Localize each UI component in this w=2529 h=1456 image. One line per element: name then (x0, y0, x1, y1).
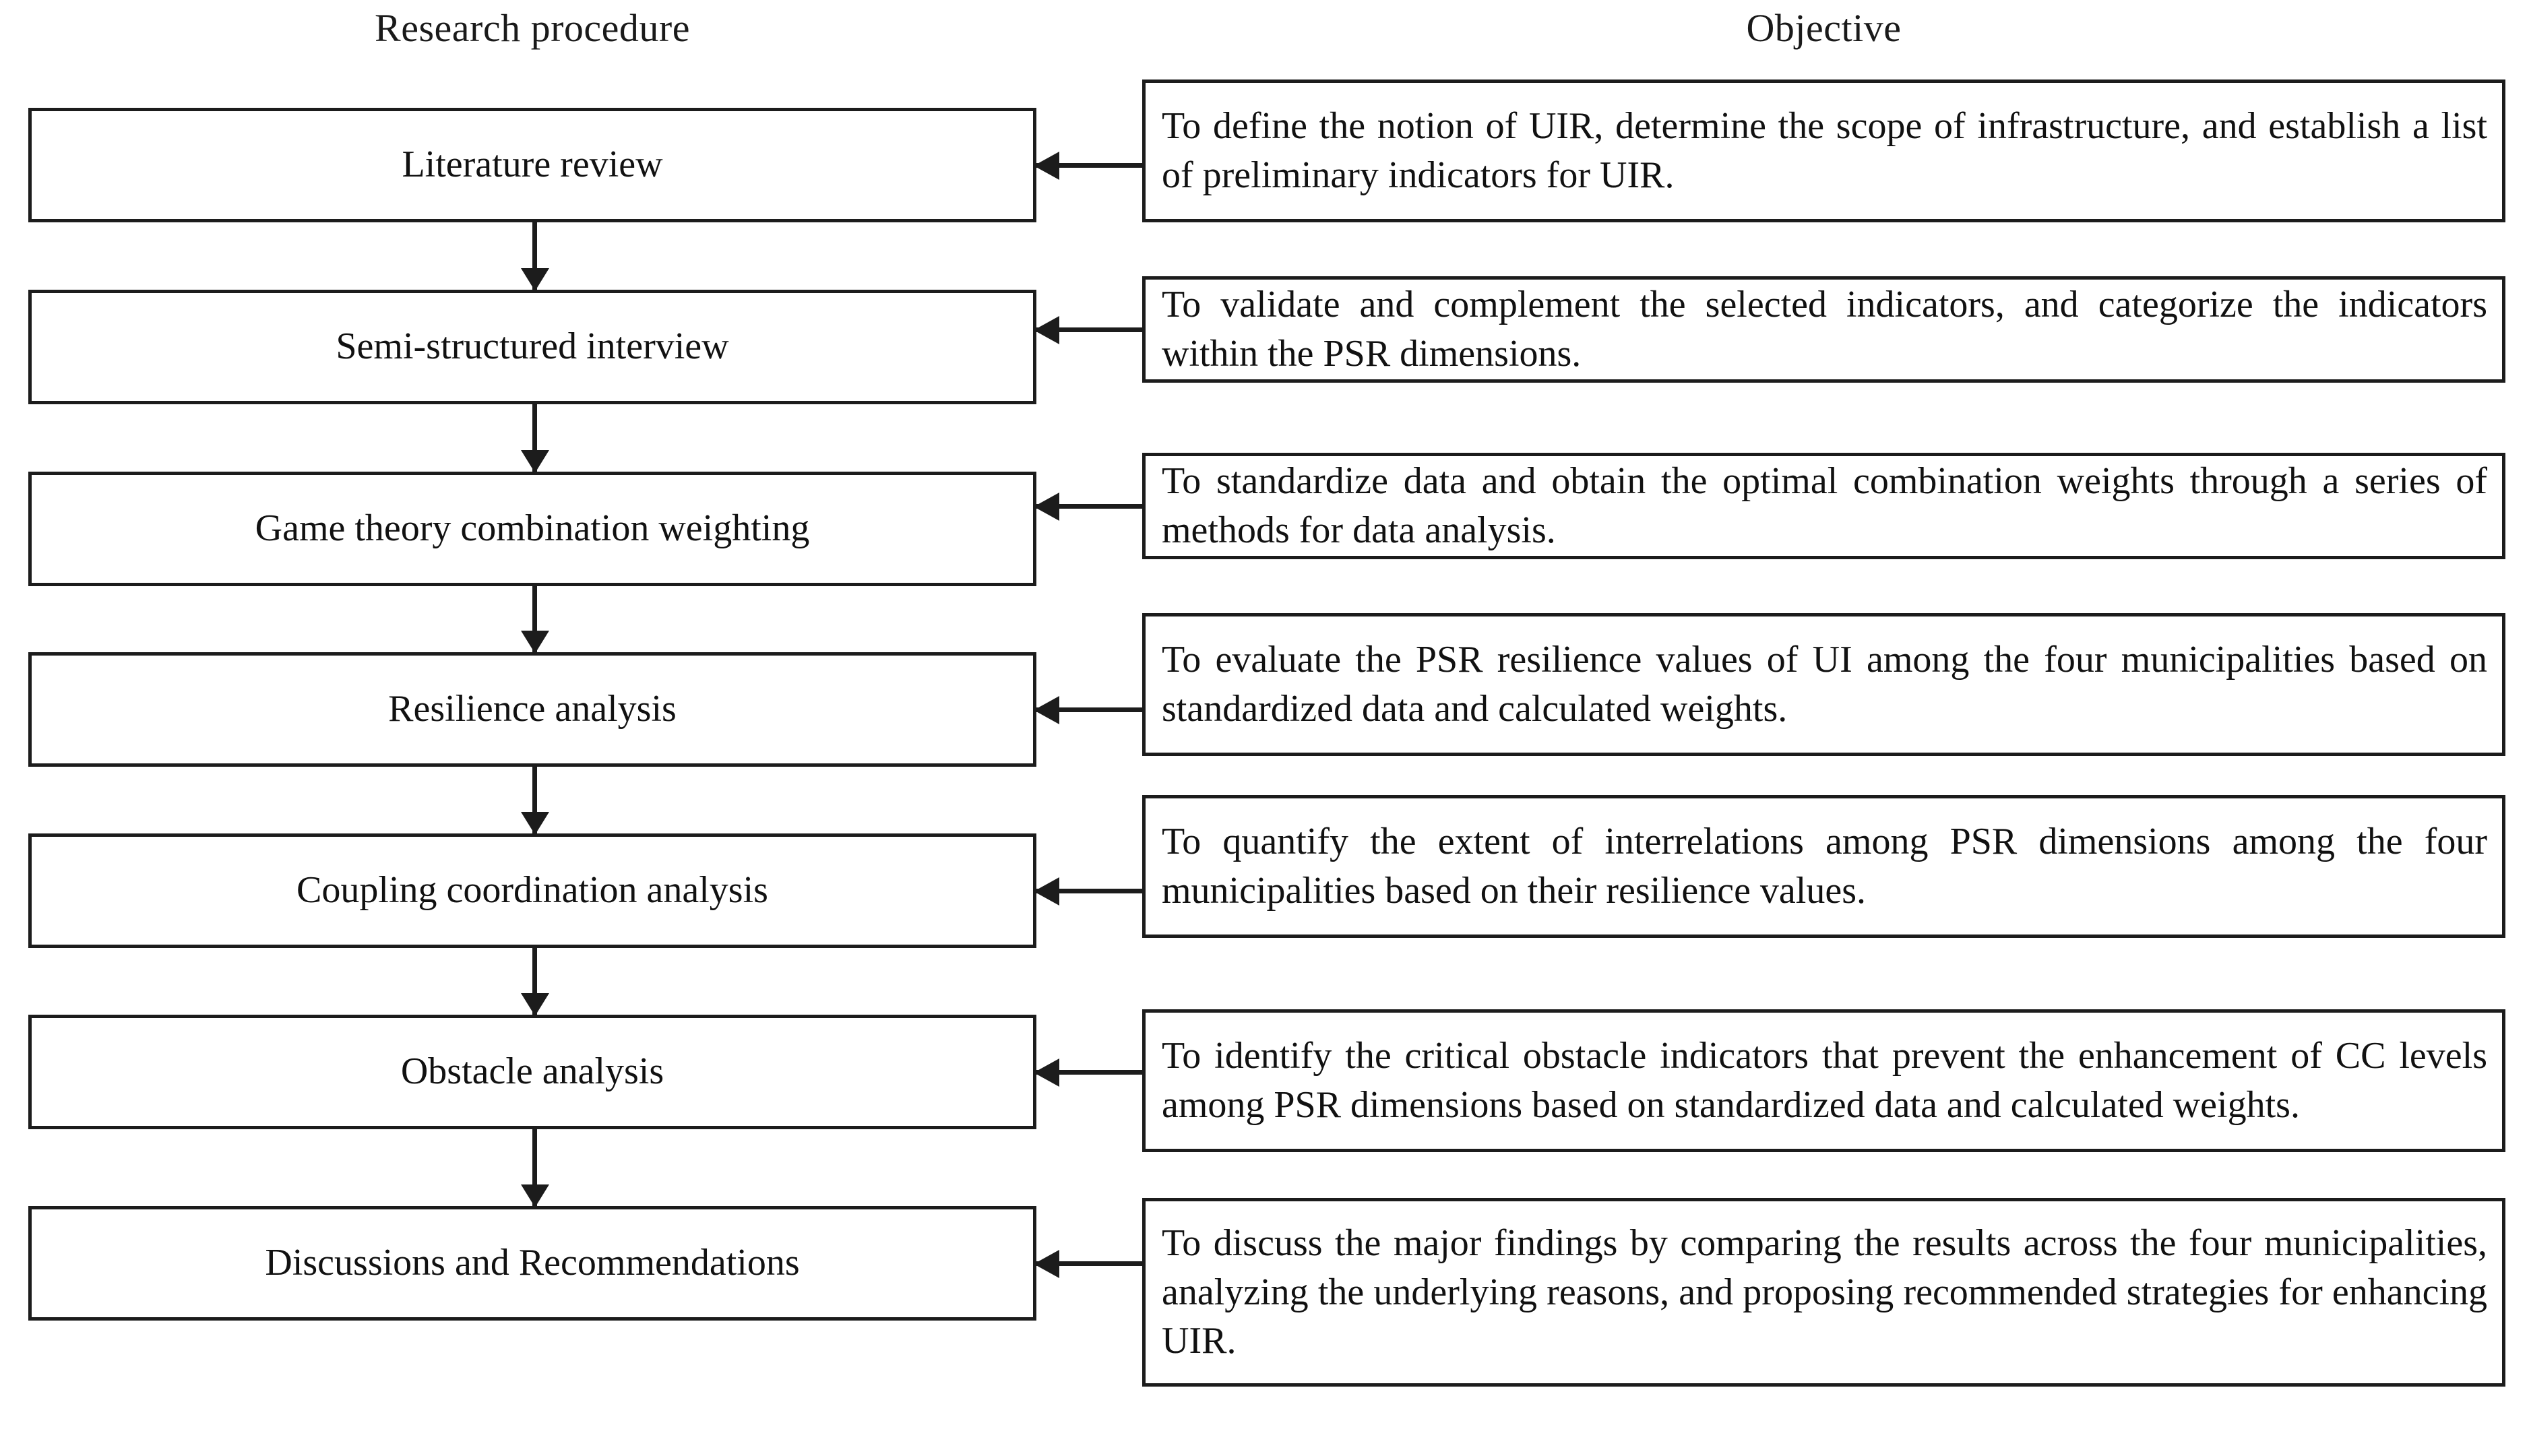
arrow-objective-to-procedure-1 (1036, 163, 1142, 168)
procedure-box-semi-structured-interview[interactable]: Semi-structured interview (28, 290, 1036, 404)
objective-box-literature-review[interactable]: To define the notion of UIR, determine t… (1142, 80, 2505, 222)
arrow-objective-to-procedure-2 (1036, 327, 1142, 332)
procedure-label: Literature review (402, 144, 663, 186)
objective-text: To evaluate the PSR resilience values of… (1162, 639, 2487, 730)
procedure-label: Resilience analysis (388, 688, 677, 730)
column-header-objective: Objective (1746, 6, 1902, 50)
procedure-box-game-theory-combination-weighting[interactable]: Game theory combination weighting (28, 472, 1036, 586)
objective-text: To standardize data and obtain the optim… (1162, 460, 2487, 551)
arrow-objective-to-procedure-4 (1036, 707, 1142, 712)
procedure-label: Discussions and Recommendations (265, 1242, 800, 1284)
procedure-label: Game theory combination weighting (255, 507, 810, 550)
arrow-step-6-to-step-7 (532, 1129, 537, 1206)
arrow-step-2-to-step-3 (532, 404, 537, 472)
arrow-objective-to-procedure-3 (1036, 504, 1142, 509)
procedure-label: Semi-structured interview (336, 325, 729, 368)
procedure-label: Coupling coordination analysis (296, 869, 768, 912)
arrow-step-4-to-step-5 (532, 767, 537, 833)
arrow-objective-to-procedure-6 (1036, 1070, 1142, 1075)
objective-text: To identify the critical obstacle indica… (1162, 1035, 2487, 1126)
objective-box-obstacle-analysis[interactable]: To identify the critical obstacle indica… (1142, 1009, 2505, 1152)
procedure-box-coupling-coordination-analysis[interactable]: Coupling coordination analysis (28, 833, 1036, 948)
procedure-box-obstacle-analysis[interactable]: Obstacle analysis (28, 1015, 1036, 1129)
column-header-research-procedure: Research procedure (375, 6, 690, 50)
procedure-box-literature-review[interactable]: Literature review (28, 108, 1036, 222)
objective-text: To quantify the extent of interrelations… (1162, 821, 2487, 912)
arrow-step-1-to-step-2 (532, 222, 537, 290)
objective-text: To validate and complement the selected … (1162, 284, 2487, 375)
procedure-label: Obstacle analysis (400, 1050, 664, 1093)
procedure-box-resilience-analysis[interactable]: Resilience analysis (28, 652, 1036, 767)
arrow-objective-to-procedure-5 (1036, 889, 1142, 893)
arrow-objective-to-procedure-7 (1036, 1261, 1142, 1266)
objective-text: To define the notion of UIR, determine t… (1162, 105, 2487, 196)
objective-box-resilience-analysis[interactable]: To evaluate the PSR resilience values of… (1142, 613, 2505, 756)
objective-box-coupling-coordination-analysis[interactable]: To quantify the extent of interrelations… (1142, 795, 2505, 938)
procedure-box-discussions-and-recommendations[interactable]: Discussions and Recommendations (28, 1206, 1036, 1321)
objective-box-semi-structured-interview[interactable]: To validate and complement the selected … (1142, 276, 2505, 383)
objective-box-game-theory-combination-weighting[interactable]: To standardize data and obtain the optim… (1142, 453, 2505, 559)
arrow-step-3-to-step-4 (532, 586, 537, 652)
objective-box-discussions-and-recommendations[interactable]: To discuss the major findings by compari… (1142, 1198, 2505, 1387)
arrow-step-5-to-step-6 (532, 948, 537, 1015)
objective-text: To discuss the major findings by compari… (1162, 1222, 2487, 1362)
